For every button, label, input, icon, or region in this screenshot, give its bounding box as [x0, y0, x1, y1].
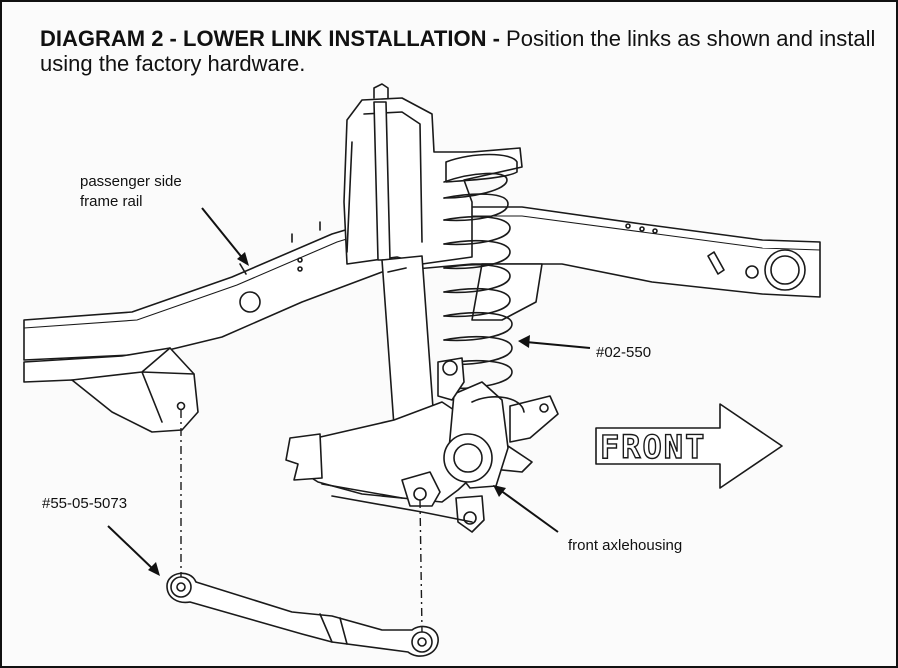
- callout-arrows: [107, 207, 591, 576]
- front-label: FRONT: [600, 428, 706, 466]
- frame-rail-callout-line1: passenger side: [80, 173, 182, 190]
- frame-rail-callout-line2: frame rail: [80, 193, 143, 210]
- coil-spring: [443, 153, 518, 390]
- axle-knuckle: [285, 357, 559, 533]
- frame-bracket: [23, 347, 199, 433]
- front-direction-arrow: FRONT: [595, 403, 783, 489]
- lower-link-callout: #55-05-5073: [42, 495, 128, 512]
- lower-link: [166, 572, 439, 657]
- title-instructions: Position the links as shown and install …: [40, 26, 876, 76]
- spring-lower-bracket: [471, 263, 543, 321]
- coil-spring-callout: #02-550: [596, 344, 652, 361]
- diagram-title: DIAGRAM 2 - LOWER LINK INSTALLATION - Po…: [40, 26, 880, 76]
- frame-rail-callout: passenger side frame rail: [80, 172, 182, 212]
- shock-absorber: [373, 101, 435, 433]
- link-alignment-line-front: [419, 499, 423, 633]
- axle-housing-callout: front axlehousing: [568, 537, 683, 554]
- title-heading: DIAGRAM 2 - LOWER LINK INSTALLATION -: [40, 26, 500, 51]
